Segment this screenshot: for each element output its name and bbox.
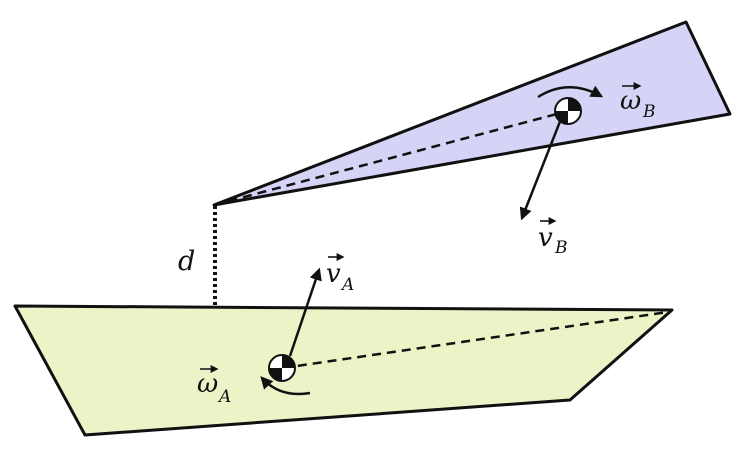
svg-text:A: A [217, 387, 231, 407]
center-of-mass-icon [554, 97, 582, 125]
body-a [13, 304, 674, 437]
svg-text:ω: ω [620, 86, 641, 116]
svg-text:A: A [340, 275, 354, 295]
velocity-a-label: v A [326, 253, 354, 295]
svg-text:B: B [554, 238, 568, 258]
body-b-dashed-axis [213, 109, 569, 207]
rotation-arrow-icon [537, 85, 604, 99]
velocity-b-label: v B [538, 217, 568, 258]
velocity-a-arrow [288, 267, 322, 357]
svg-text:B: B [642, 102, 656, 122]
svg-text:v: v [326, 259, 341, 289]
omega-a-label: ω A [197, 365, 231, 407]
rotation-arrow-icon [260, 376, 311, 396]
distance-label: d [178, 246, 195, 277]
omega-b-label: ω B [620, 82, 656, 122]
svg-text:ω: ω [197, 369, 218, 399]
velocity-b-arrow [519, 118, 563, 221]
body-a-dashed-axis [282, 310, 669, 370]
center-of-mass-icon [268, 354, 296, 382]
svg-text:v: v [538, 223, 553, 253]
body-b [212, 20, 732, 207]
